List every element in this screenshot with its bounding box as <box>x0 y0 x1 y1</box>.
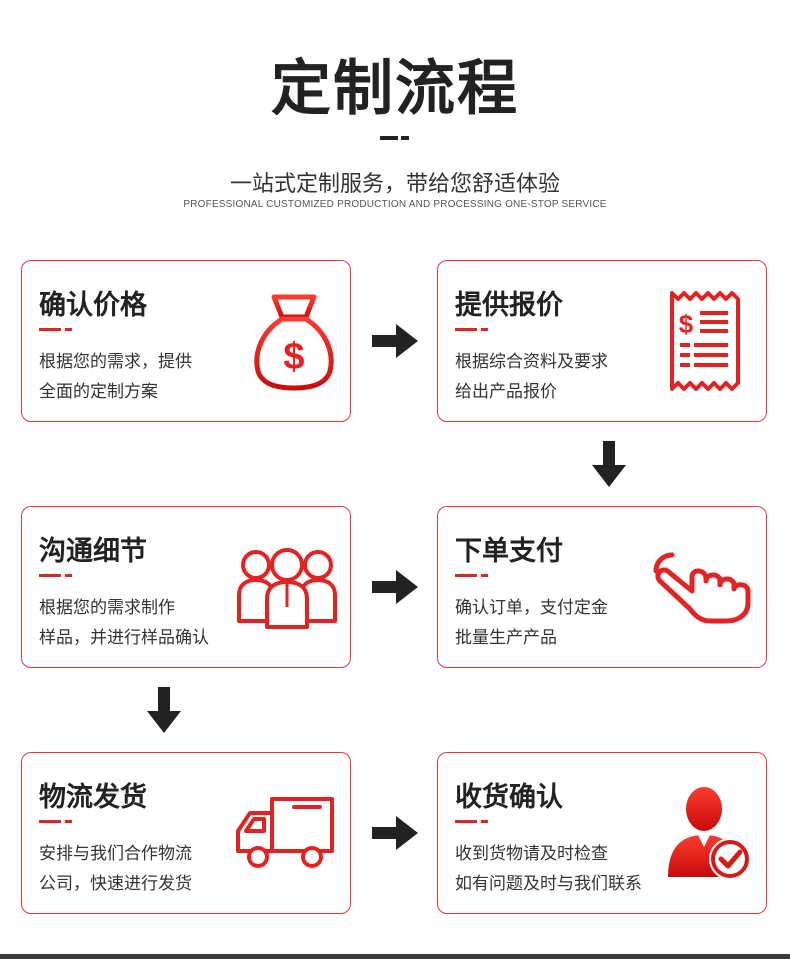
step-desc-line: 给出产品报价 <box>455 382 557 402</box>
step-title: 确认价格 <box>39 290 147 321</box>
arrow-right-icon <box>372 570 418 604</box>
svg-text:$: $ <box>283 336 304 378</box>
step-card-receipt: 收货确认 收到货物请及时检查 如有问题及时与我们联系 <box>437 752 767 914</box>
step-title: 物流发货 <box>39 782 147 813</box>
step-desc-line: 批量生产产品 <box>455 628 557 648</box>
step-description: 根据您的需求，提供 全面的定制方案 <box>39 347 192 407</box>
arrow-down-icon <box>592 441 626 487</box>
step-card-confirm-price: 确认价格 根据您的需求，提供 全面的定制方案 $ <box>21 260 351 422</box>
user-check-icon <box>668 787 751 880</box>
title-divider <box>380 136 410 140</box>
step-desc-line: 收到货物请及时检查 <box>455 844 608 864</box>
step-title: 下单支付 <box>455 536 563 567</box>
step-desc-line: 根据您的需求制作 <box>39 598 175 618</box>
step-desc-line: 安排与我们合作物流 <box>39 844 192 864</box>
hand-click-icon <box>653 552 751 624</box>
page-title: 定制流程 <box>271 54 519 124</box>
step-description: 安排与我们合作物流 公司，快速进行发货 <box>39 839 192 899</box>
step-divider <box>39 574 73 577</box>
svg-text:$: $ <box>679 309 694 339</box>
step-card-shipping: 物流发货 安排与我们合作物流 公司，快速进行发货 <box>21 752 351 914</box>
team-icon <box>237 548 337 629</box>
step-divider <box>39 820 73 823</box>
step-divider <box>455 574 489 577</box>
step-desc-line: 如有问题及时与我们联系 <box>455 874 642 894</box>
step-title: 提供报价 <box>455 290 563 321</box>
arrow-right-icon <box>372 816 418 850</box>
truck-icon <box>236 797 334 868</box>
arrow-right-icon <box>372 324 418 358</box>
footer-divider <box>0 954 790 959</box>
step-desc-line: 根据综合资料及要求 <box>455 352 608 372</box>
step-card-payment: 下单支付 确认订单，支付定金 批量生产产品 <box>437 506 767 668</box>
step-divider <box>455 820 489 823</box>
step-desc-line: 全面的定制方案 <box>39 382 158 402</box>
step-divider <box>39 328 73 331</box>
step-title: 收货确认 <box>455 782 563 813</box>
step-description: 根据综合资料及要求 给出产品报价 <box>455 347 608 407</box>
step-desc-line: 确认订单，支付定金 <box>455 598 608 618</box>
step-card-quote: 提供报价 根据综合资料及要求 给出产品报价 $ <box>437 260 767 422</box>
step-title: 沟通细节 <box>39 536 147 567</box>
page-subtitle-en: PROFESSIONAL CUSTOMIZED PRODUCTION AND P… <box>183 199 607 210</box>
arrow-down-icon <box>147 687 181 733</box>
step-description: 根据您的需求制作 样品，并进行样品确认 <box>39 593 209 653</box>
step-desc-line: 公司，快速进行发货 <box>39 874 192 894</box>
money-bag-icon: $ <box>254 294 334 391</box>
step-divider <box>455 328 489 331</box>
step-desc-line: 样品，并进行样品确认 <box>39 628 209 648</box>
receipt-icon: $ <box>670 291 740 391</box>
step-card-communicate: 沟通细节 根据您的需求制作 样品，并进行样品确认 <box>21 506 351 668</box>
step-description: 确认订单，支付定金 批量生产产品 <box>455 593 608 653</box>
page-subtitle: 一站式定制服务，带给您舒适体验 <box>229 172 560 197</box>
step-desc-line: 根据您的需求，提供 <box>39 352 192 372</box>
step-description: 收到货物请及时检查 如有问题及时与我们联系 <box>455 839 642 899</box>
